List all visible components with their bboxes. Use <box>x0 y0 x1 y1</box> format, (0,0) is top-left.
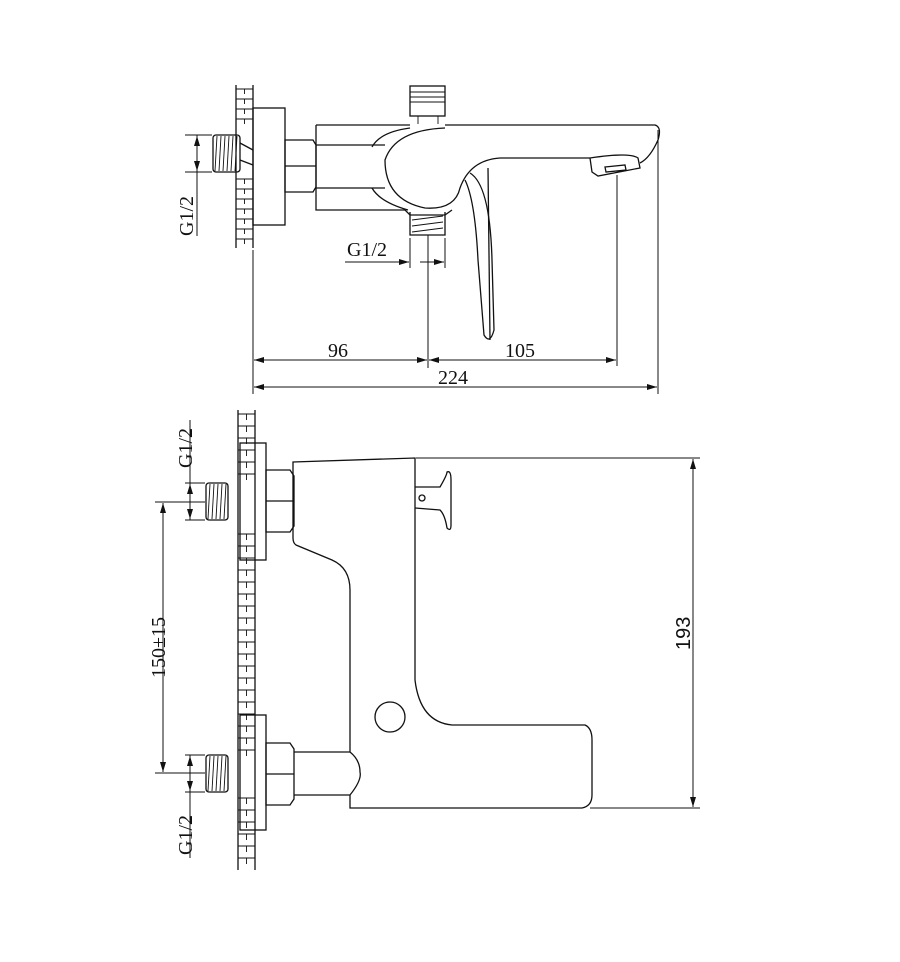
wall-hatch <box>238 701 255 708</box>
thread-line <box>211 755 215 792</box>
wall-hatch <box>238 569 255 576</box>
wall-hatch <box>236 108 253 114</box>
wall-hatch <box>236 218 253 224</box>
faucet-body <box>292 457 593 809</box>
thread-line <box>219 755 223 792</box>
thread-line <box>223 483 227 520</box>
wall-hatch <box>238 725 255 732</box>
wall-hatch <box>238 593 255 600</box>
thread-connector <box>239 142 254 166</box>
wall-hatch <box>236 228 253 234</box>
wall-hatch <box>238 617 255 624</box>
wall-hatch <box>236 238 253 244</box>
wall-hatch <box>238 533 255 540</box>
wall-flange-upper <box>239 442 267 561</box>
thread-line <box>218 135 222 172</box>
wall-hatch <box>238 449 255 456</box>
wall-hatch <box>238 641 255 648</box>
thread-outline <box>205 482 229 521</box>
dimension-lines-front <box>155 420 700 858</box>
wall-hatch <box>238 665 255 672</box>
thread-line <box>207 483 211 520</box>
wall-thread <box>212 134 241 173</box>
thread-outline <box>212 134 241 173</box>
thread-line <box>219 483 223 520</box>
front-view: G1/2 G1/2 150±15 193 <box>148 410 700 870</box>
hex-nut-upper <box>265 469 295 533</box>
wall-hatch <box>236 118 253 124</box>
wall-hatch <box>238 629 255 636</box>
wall-hatch <box>236 88 253 94</box>
thread-line <box>215 483 219 520</box>
thread-line <box>234 135 238 172</box>
wall-hatch <box>238 545 255 552</box>
wall-hatch <box>238 821 255 828</box>
hex-nut <box>284 139 317 193</box>
wall-hatch <box>236 188 253 194</box>
dimension-label: 96 <box>328 340 348 362</box>
thread-line <box>211 483 215 520</box>
wall-hatch <box>236 98 253 104</box>
wall-hatch <box>238 413 255 420</box>
wall-hatch <box>238 737 255 744</box>
wall-hatch <box>238 461 255 468</box>
thread-size-label: G1/2 <box>176 196 198 236</box>
wall-hatch <box>238 581 255 588</box>
thread-line <box>222 135 226 172</box>
wall-hatch <box>238 689 255 696</box>
wall-flange-lower <box>239 714 267 831</box>
hex-nut-lower <box>265 742 295 806</box>
cartridge-circle <box>374 701 406 733</box>
wall-flange <box>252 107 286 226</box>
wall-edge <box>237 410 256 870</box>
thread-size-label: G1/2 <box>175 815 197 855</box>
wall-hatch <box>238 473 255 480</box>
spout-aerator <box>589 154 641 177</box>
dimension-label: 224 <box>438 367 468 389</box>
thread-size-label: G1/2 <box>347 239 387 261</box>
thread-line <box>223 755 227 792</box>
wall-hatch <box>238 833 255 840</box>
wall-hatch <box>238 749 255 756</box>
wall-hatch <box>238 557 255 564</box>
wall-hatch <box>238 857 255 864</box>
thread-size-label: G1/2 <box>175 428 197 468</box>
wall-hatch <box>238 797 255 804</box>
top-view: G1/2 G1/2 96 105 224 <box>176 85 661 394</box>
dimension-label: 150±15 <box>148 617 170 678</box>
thread-line <box>215 755 219 792</box>
thread-outline <box>205 754 229 793</box>
wall-hatch <box>238 809 255 816</box>
thread-line <box>230 135 234 172</box>
wall-section-top <box>235 85 254 248</box>
dimension-lines-top <box>185 130 659 394</box>
wall-hatch <box>238 605 255 612</box>
dimension-label: 193 <box>673 617 695 650</box>
thread-line <box>207 755 211 792</box>
inlet-thread-lower <box>205 754 229 793</box>
thread-line <box>214 135 218 172</box>
diverter-knob <box>414 471 452 531</box>
wall-section-front <box>237 410 256 870</box>
wall-hatch <box>238 677 255 684</box>
diverter-knob <box>409 85 446 124</box>
wall-hatch <box>236 198 253 204</box>
inlet-thread-upper <box>205 482 229 521</box>
wall-hatch <box>236 208 253 214</box>
wall-hatch <box>236 178 253 184</box>
thread-line <box>226 135 230 172</box>
wall-hatch <box>238 845 255 852</box>
dimension-label: 105 <box>505 340 535 362</box>
wall-hatch <box>238 425 255 432</box>
wall-hatch <box>238 653 255 660</box>
lever-handle <box>464 167 495 341</box>
